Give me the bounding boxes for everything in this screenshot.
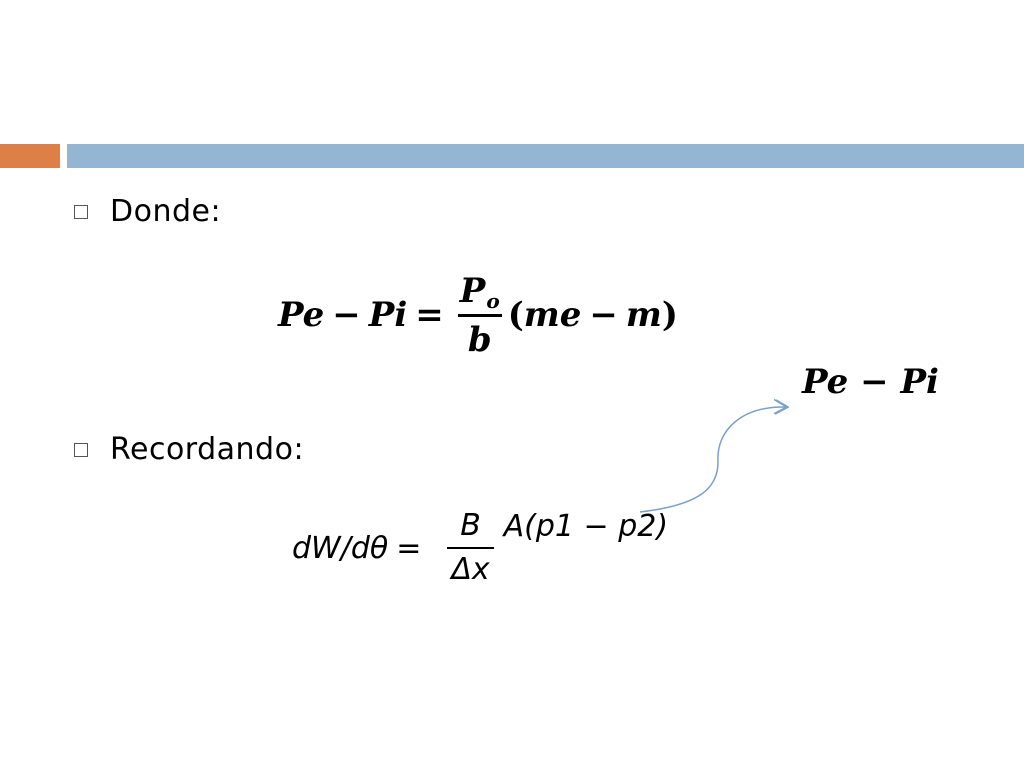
eq3-equals: =: [396, 530, 422, 566]
eq3-fraction-bar: [447, 547, 494, 549]
eq1-numerator-p: P: [459, 270, 486, 311]
eq1-numerator: Po: [458, 270, 502, 313]
eq1-fraction-bar: [457, 313, 502, 317]
eq3-denominator: Δx: [451, 552, 490, 587]
bullet-recordando: Recordando:: [74, 432, 304, 467]
eq1-lhs-pe: Pe: [278, 295, 325, 335]
bullet-donde: Donde:: [74, 194, 221, 229]
eq1-rhs-minus: −: [589, 295, 618, 335]
eq3-rhs: A(p1 − p2): [503, 508, 669, 544]
bullet-label-donde: Donde:: [110, 194, 222, 229]
eq1-minus: −: [332, 295, 361, 335]
accent-bar-orange: [0, 144, 60, 168]
eq3-fraction: B Δx: [447, 508, 494, 587]
accent-bar-blue: [67, 144, 1024, 168]
eq1-rhs-m: m: [625, 295, 662, 335]
eq1-lhs-pi: Pi: [368, 295, 408, 335]
bullet-label-recordando: Recordando:: [110, 432, 305, 467]
eq3-numerator: B: [460, 508, 481, 543]
square-outline-icon: [74, 204, 88, 219]
eq1-denominator: b: [467, 319, 492, 360]
eq1-paren-close: ): [661, 295, 678, 335]
square-outline-icon: [74, 442, 88, 457]
equation-pe-pi-fragment: Pe − Pi: [802, 362, 939, 402]
eq1-fraction: Po b: [457, 270, 502, 360]
eq1-paren-open: (: [507, 295, 524, 335]
equation-pressure-difference: Pe − Pi = Po b ( me − m ): [278, 262, 678, 368]
equation-work-rate: dW/dθ = B Δx A(p1 − p2): [292, 500, 668, 596]
eq3-lhs: dW/dθ: [292, 530, 389, 566]
eq1-equals: =: [415, 295, 444, 335]
eq1-rhs-me: me: [523, 295, 582, 335]
eq1-numerator-sub: o: [486, 288, 500, 313]
